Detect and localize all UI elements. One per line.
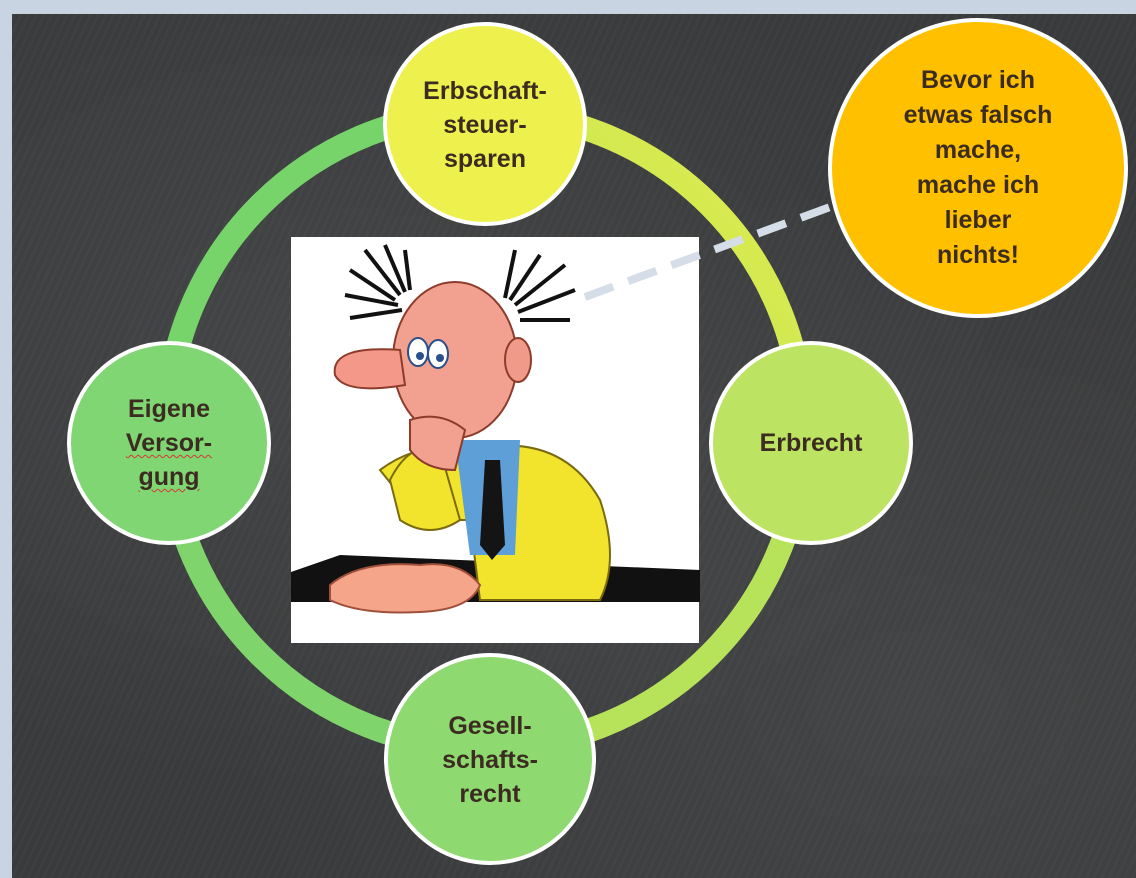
node-right-label: Erbrecht bbox=[759, 429, 863, 457]
speech-connector bbox=[583, 195, 854, 301]
node-left-line-1: Eigene bbox=[128, 395, 210, 423]
node-left-line-2: Versor- bbox=[125, 429, 213, 457]
node-top-label: Erbschaft- steuer- sparen bbox=[423, 77, 547, 173]
speech-bubble-text: Bevor ich etwas falsch mache, mache ich … bbox=[903, 66, 1053, 269]
node-left-line-3: gung bbox=[138, 463, 200, 491]
node-left-circle bbox=[67, 341, 271, 545]
node-right-circle bbox=[709, 341, 913, 545]
node-left-label: Eigene Versor- gung bbox=[74, 348, 264, 538]
node-bottom-label: Gesell- schafts- recht bbox=[442, 712, 538, 808]
node-top-circle bbox=[383, 22, 587, 226]
confused-man-illustration bbox=[291, 237, 700, 643]
speech-bubble bbox=[828, 18, 1128, 318]
node-bottom-circle bbox=[384, 653, 596, 865]
